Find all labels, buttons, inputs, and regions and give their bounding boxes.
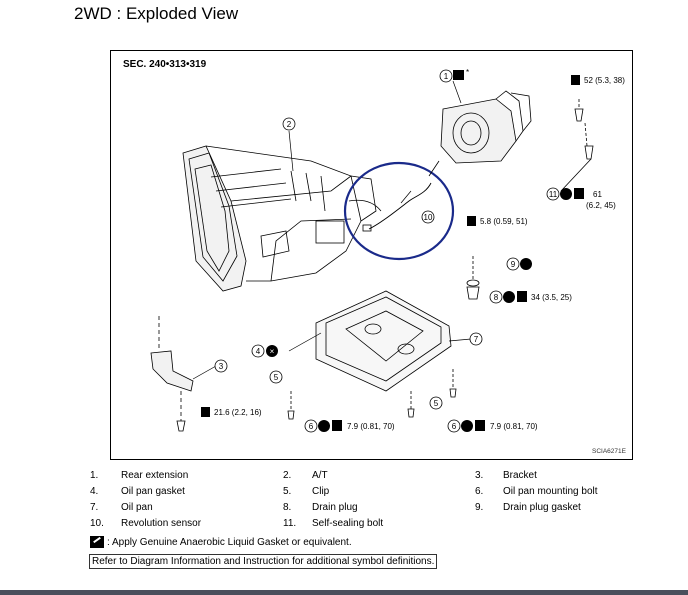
at-transmission-drawing xyxy=(182,145,377,292)
legend-name: Bracket xyxy=(503,470,537,481)
legend-row: 10. Revolution sensor 11. Self-sealing b… xyxy=(90,516,650,532)
legend-row: 7. Oil pan 8. Drain plug 9. Drain plug g… xyxy=(90,500,650,516)
svg-text:4: 4 xyxy=(256,347,261,356)
svg-text:11: 11 xyxy=(549,190,558,199)
callout-5a: 5 xyxy=(269,370,283,384)
oil-pan-drawing xyxy=(315,290,452,392)
legend-num: 6. xyxy=(475,486,484,497)
parts-legend: 1. Rear extension 2. A/T 3. Bracket 4. O… xyxy=(90,468,650,532)
torque-7-9-left: 7.9 (0.81, 70) xyxy=(347,422,395,431)
legend-num: 3. xyxy=(475,470,484,481)
callout-4: 4 × xyxy=(251,344,278,358)
legend-row: 4. Oil pan gasket 5. Clip 6. Oil pan mou… xyxy=(90,484,650,500)
legend-name: Revolution sensor xyxy=(121,518,202,529)
svg-text:5: 5 xyxy=(274,373,279,382)
svg-text:2: 2 xyxy=(287,120,292,129)
callout-11: 11 xyxy=(546,187,584,201)
callout-10: 10 xyxy=(421,210,435,224)
svg-text:7: 7 xyxy=(474,335,479,344)
svg-text:6: 6 xyxy=(309,422,314,431)
callout-6a: 6 xyxy=(304,419,342,433)
callout-7: 7 xyxy=(469,332,483,346)
svg-text:6: 6 xyxy=(452,422,457,431)
callout-1: 1 * xyxy=(439,68,469,83)
legend-name: Clip xyxy=(312,486,330,497)
legend-num: 1. xyxy=(90,470,99,481)
annotation-circle xyxy=(343,161,455,261)
revolution-sensor-drawing xyxy=(343,161,455,261)
reference-link[interactable]: Refer to Diagram Information and Instruc… xyxy=(89,554,438,569)
legend-num: 4. xyxy=(90,486,99,497)
torque-34: 34 (3.5, 25) xyxy=(531,293,572,302)
torque-61: 61 xyxy=(593,190,602,199)
legend-num: 5. xyxy=(283,486,292,497)
exploded-view-diagram: SEC. 240•313•319 xyxy=(110,50,633,460)
legend-name: Drain plug gasket xyxy=(503,502,581,513)
legend-name: Rear extension xyxy=(121,470,189,481)
legend-name: Oil pan xyxy=(121,502,153,513)
callouts: 1 * 2 3 4 × 5 xyxy=(214,68,584,433)
torque-21-6: 21.6 (2.2, 16) xyxy=(214,408,262,417)
svg-text:*: * xyxy=(466,68,469,77)
callout-8: 8 xyxy=(489,290,527,304)
gasket-note-text: : Apply Genuine Anaerobic Liquid Gasket … xyxy=(107,536,352,548)
gasket-note: : Apply Genuine Anaerobic Liquid Gasket … xyxy=(90,536,352,548)
callout-5b: 5 xyxy=(429,396,443,410)
legend-row: 1. Rear extension 2. A/T 3. Bracket xyxy=(90,468,650,484)
torque-58: 5.8 (0.59, 51) xyxy=(480,217,528,226)
legend-name: Self-sealing bolt xyxy=(312,518,384,529)
legend-name: Oil pan mounting bolt xyxy=(503,486,598,497)
callout-9: 9 xyxy=(506,257,532,271)
svg-text:1: 1 xyxy=(444,72,449,81)
torque-52: 52 (5.3, 38) xyxy=(584,76,625,85)
legend-num: 10. xyxy=(90,518,104,529)
callout-2: 2 xyxy=(282,117,296,131)
legend-name: Drain plug xyxy=(312,502,358,513)
svg-text:8: 8 xyxy=(494,293,499,302)
svg-text:×: × xyxy=(270,347,275,356)
svg-text:9: 9 xyxy=(511,260,516,269)
callout-6b: 6 xyxy=(447,419,485,433)
liquid-gasket-icon xyxy=(90,536,104,548)
legend-num: 7. xyxy=(90,502,99,513)
legend-name: Oil pan gasket xyxy=(121,486,185,497)
callout-3: 3 xyxy=(214,359,228,373)
torque-61-imperial: (6.2, 45) xyxy=(586,201,616,210)
rear-extension-drawing xyxy=(440,90,532,164)
bottom-bar xyxy=(0,590,688,595)
figure-code: SCIA6271E xyxy=(592,448,627,455)
diagram-svg: SEC. 240•313•319 xyxy=(123,59,627,455)
leader-lines xyxy=(192,80,472,380)
legend-num: 8. xyxy=(283,502,292,513)
legend-num: 9. xyxy=(475,502,484,513)
svg-text:10: 10 xyxy=(424,213,433,222)
section-label: SEC. 240•313•319 xyxy=(123,59,207,70)
page-title: 2WD : Exploded View xyxy=(74,4,239,23)
legend-name: A/T xyxy=(312,470,328,481)
svg-text:5: 5 xyxy=(434,399,439,408)
bracket-drawing xyxy=(150,316,194,432)
torque-7-9-right: 7.9 (0.81, 70) xyxy=(490,422,538,431)
torque-specs: 52 (5.3, 38) 61 (6.2, 45) 5.8 (0.59, 51)… xyxy=(201,75,625,431)
svg-text:3: 3 xyxy=(219,362,224,371)
bolts-drawing xyxy=(287,99,594,420)
legend-num: 2. xyxy=(283,470,292,481)
legend-num: 11. xyxy=(283,518,297,529)
